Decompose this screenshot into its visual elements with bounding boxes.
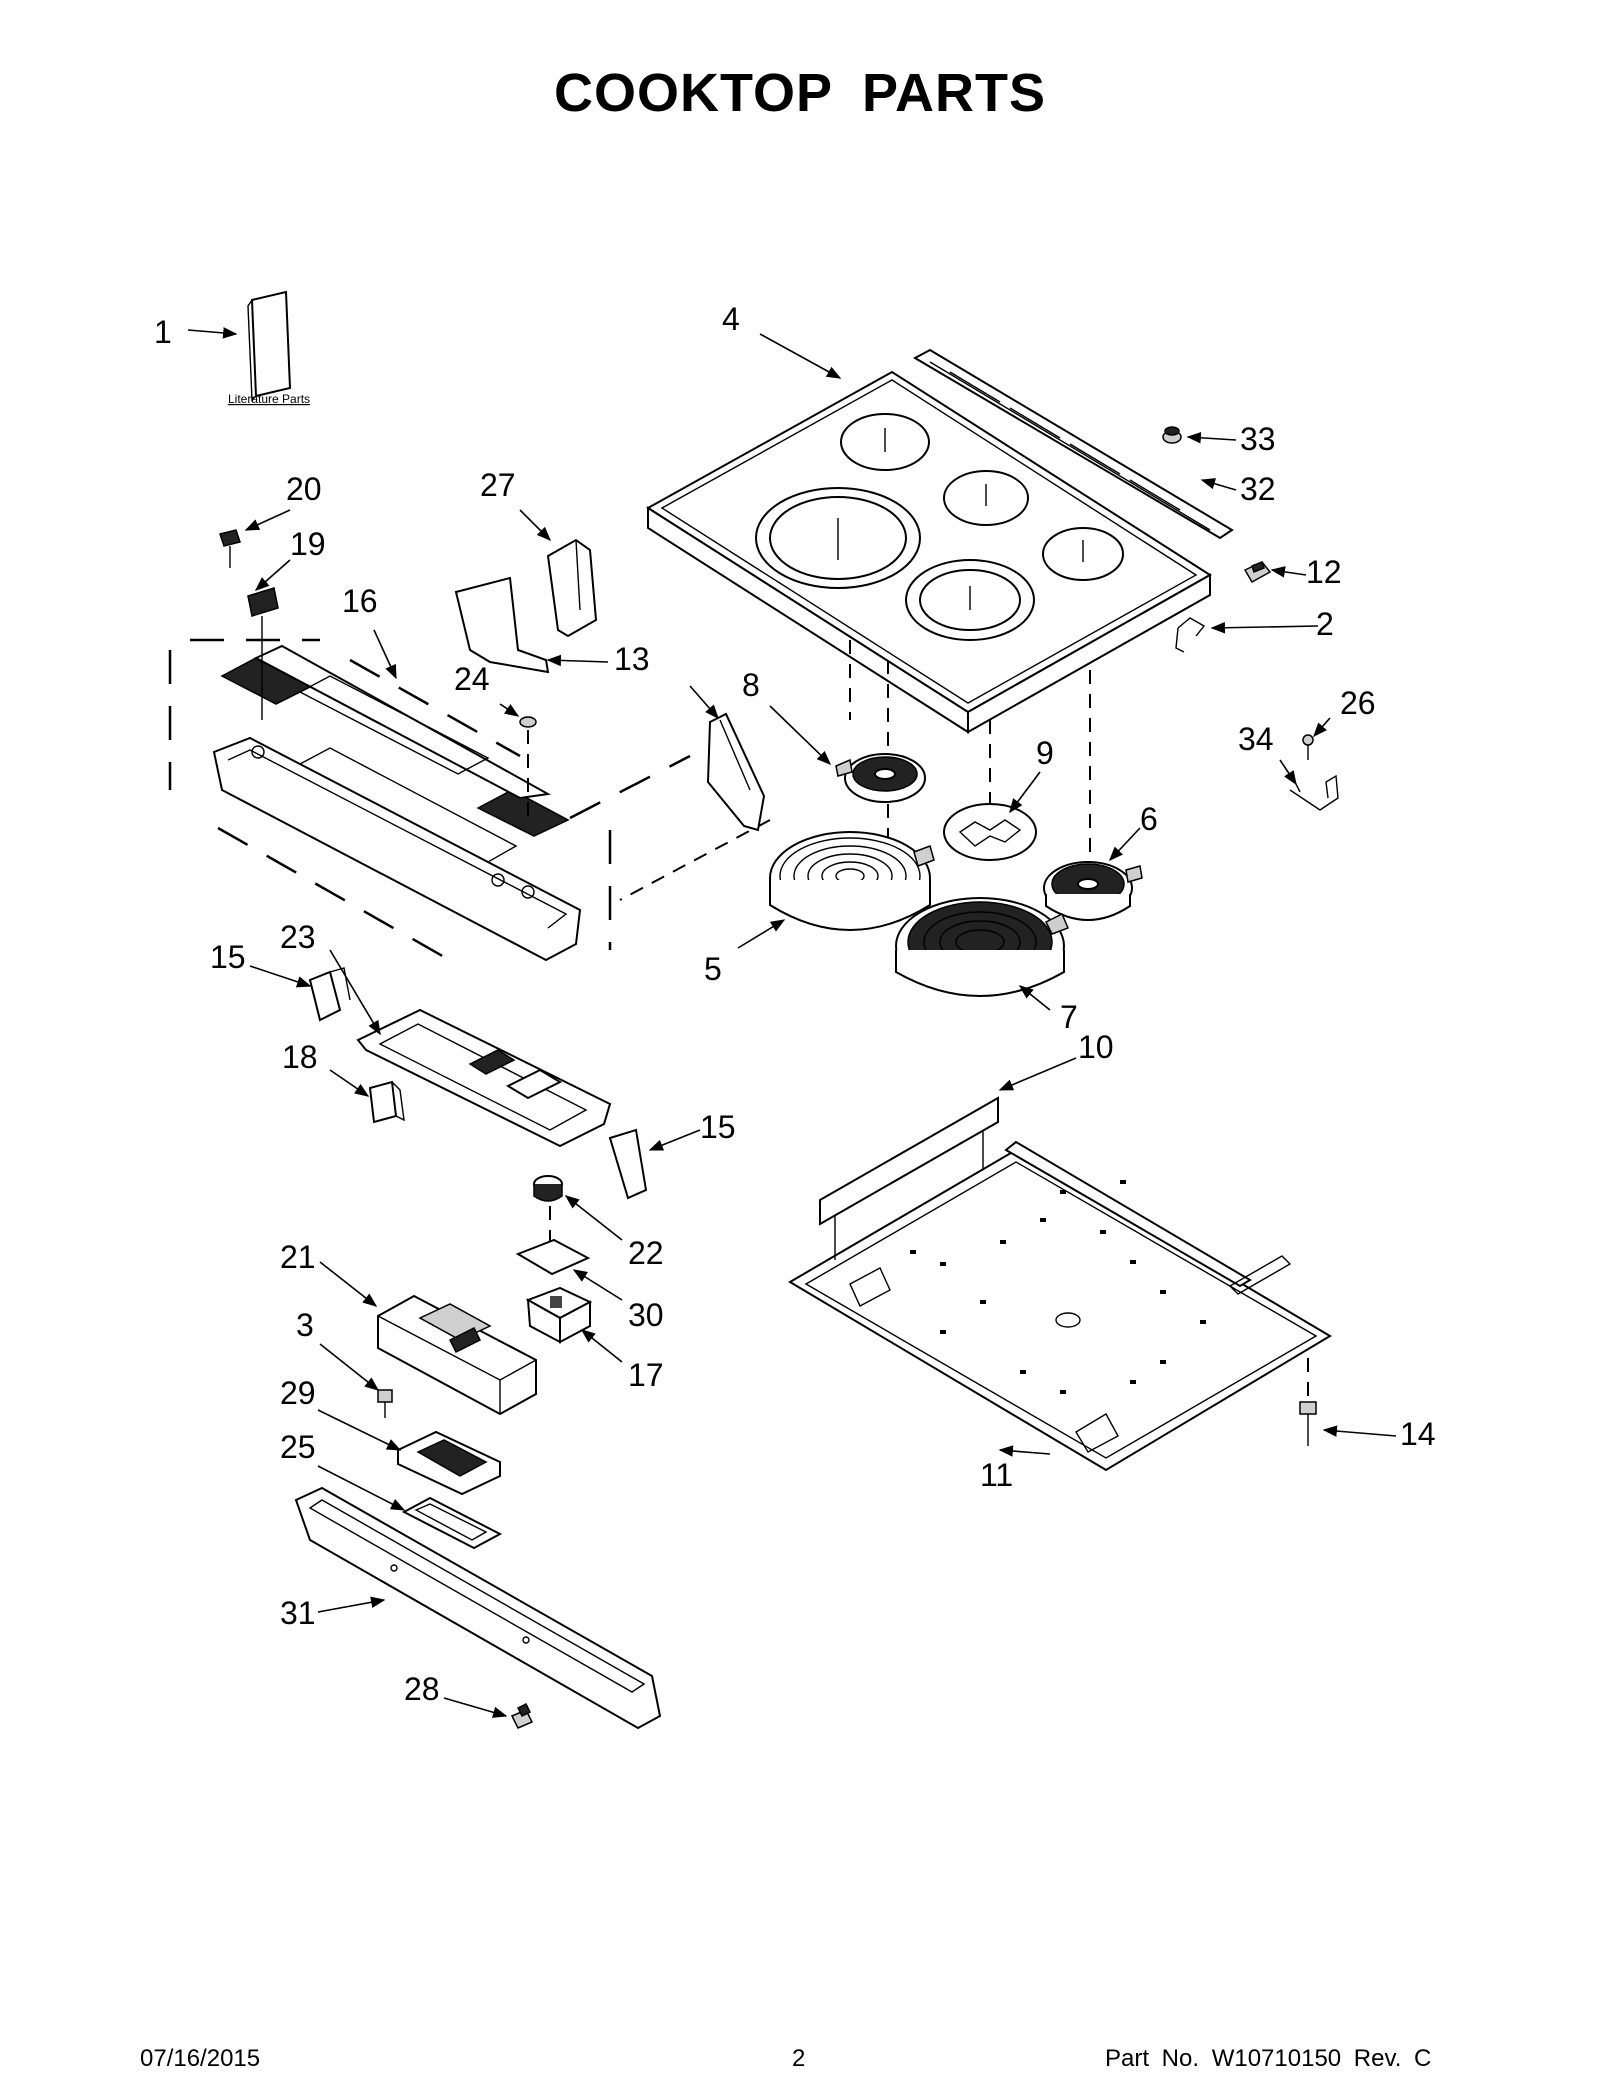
- literature-parts-label: Literature Parts: [228, 392, 310, 406]
- part-6-element: [1043, 861, 1143, 921]
- callout-28: 28: [404, 1671, 440, 1707]
- callout-22: 22: [628, 1235, 664, 1271]
- part-26-screw: [1302, 734, 1314, 760]
- part-17-control: [525, 1286, 593, 1344]
- part-14-screw: [1299, 1358, 1317, 1446]
- callout-6: 6: [1140, 801, 1158, 837]
- callout-20: 20: [286, 471, 322, 507]
- part-28-clip: [510, 1702, 534, 1729]
- callout-30: 30: [628, 1297, 664, 1333]
- callout-16: 16: [342, 583, 378, 619]
- callout-10: 10: [1078, 1029, 1114, 1065]
- callout-25: 25: [280, 1429, 316, 1465]
- callout-24: 24: [454, 661, 490, 697]
- part-9-insulator: [943, 803, 1037, 861]
- callout-1: 1: [154, 314, 172, 350]
- callout-19: 19: [290, 526, 326, 562]
- footer-date: 07/16/2015: [140, 2045, 261, 2072]
- part-15-bracket-right: [608, 1128, 648, 1200]
- part-21-control-board: [377, 1294, 537, 1416]
- part-16-control-panel: [168, 638, 691, 968]
- callout-32: 32: [1240, 471, 1276, 507]
- callout-27: 27: [480, 467, 516, 503]
- callout-29: 29: [280, 1375, 316, 1411]
- part-23-bracket: [356, 1008, 612, 1148]
- callout-34: 34: [1238, 721, 1274, 757]
- callout-14: 14: [1400, 1416, 1436, 1452]
- callout-15-right: 15: [700, 1109, 736, 1145]
- part-4-cooktop: [646, 370, 1212, 734]
- callout-15-left: 15: [210, 939, 246, 975]
- part-22-bumper: [533, 1175, 563, 1250]
- part-24-bumper: [519, 716, 537, 820]
- part-20-screw: [219, 529, 241, 568]
- footer-part-number: Part No. W10710150 Rev. C: [1105, 2045, 1432, 2072]
- callout-33: 33: [1240, 421, 1276, 457]
- part-5-element: [769, 831, 935, 931]
- callout-3: 3: [296, 1307, 314, 1343]
- leader-lines: [187, 327, 1397, 1718]
- part-13-bracket: [454, 576, 766, 832]
- page-title: COOKTOP PARTS: [553, 63, 1047, 123]
- callout-17: 17: [628, 1357, 664, 1393]
- chassis-holes: [910, 1180, 1206, 1394]
- callout-5: 5: [704, 951, 722, 987]
- part-11-chassis: [788, 1096, 1332, 1472]
- callout-18: 18: [282, 1039, 318, 1075]
- callout-7: 7: [1060, 999, 1078, 1035]
- callout-2: 2: [1316, 606, 1334, 642]
- part-27-bracket: [546, 538, 598, 638]
- part-32-rear-trim: [912, 348, 1234, 540]
- callout-31: 31: [280, 1595, 316, 1631]
- part-18-switch: [368, 1080, 405, 1124]
- callout-21: 21: [280, 1239, 316, 1275]
- callout-26: 26: [1340, 685, 1376, 721]
- part-2-bracket: [1175, 617, 1206, 653]
- part-29-display: [397, 1430, 501, 1496]
- part-3-screw: [377, 1389, 393, 1418]
- part-15-bracket-left: [308, 967, 351, 1022]
- footer-page-number: 2: [792, 2045, 806, 2072]
- part-33-bumper: [1162, 426, 1182, 444]
- part-12-clip: [1243, 561, 1272, 584]
- callout-11: 11: [980, 1457, 1013, 1493]
- part-34-bracket: [1289, 774, 1339, 811]
- callout-12: 12: [1306, 554, 1342, 590]
- part-1-literature: Literature Parts: [228, 290, 310, 406]
- callout-8: 8: [742, 667, 760, 703]
- part-7-element: [895, 897, 1069, 997]
- part-25-membrane: [401, 1496, 503, 1550]
- part-8-element: [835, 753, 926, 803]
- callouts: 1 2 3 4 5 6 7 8 9 10 11 12 13 14 15 15 1…: [154, 301, 1436, 1707]
- callout-13: 13: [614, 641, 650, 677]
- callout-9: 9: [1036, 735, 1054, 771]
- callout-23: 23: [280, 919, 316, 955]
- callout-4: 4: [722, 301, 740, 337]
- part-31-trim: [294, 1486, 662, 1730]
- part-30-gasket: [515, 1238, 591, 1276]
